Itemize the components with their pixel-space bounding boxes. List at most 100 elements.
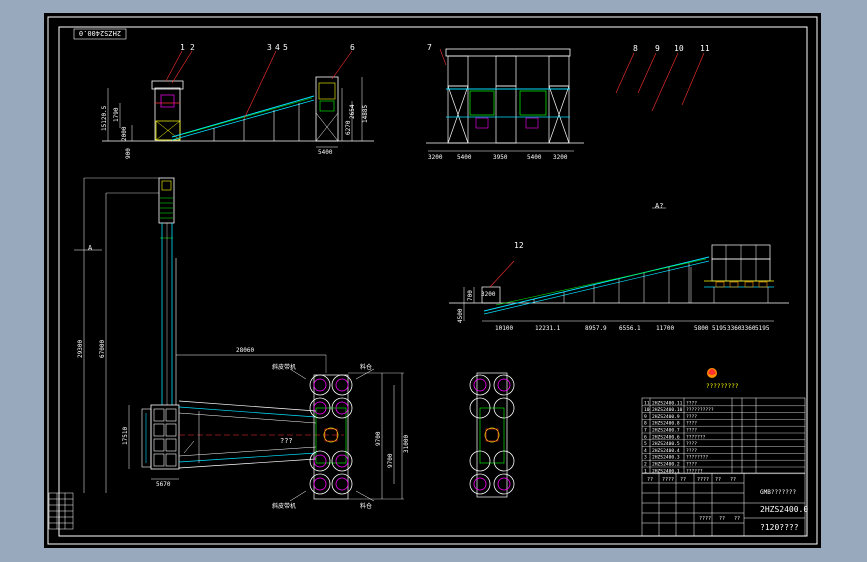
dim-plan-top: 28060 — [236, 347, 254, 354]
dim-plan-right-2: 9700 — [387, 453, 394, 468]
callout-3: 3 — [267, 43, 272, 52]
dim-plan-2: 67000 — [99, 340, 106, 358]
sign-cell-1: ?? — [647, 477, 653, 483]
plan-label-top-left: 斜皮带机 — [272, 363, 296, 371]
dim-side2-3: 700 — [467, 290, 474, 301]
dim-side-4: 900 — [125, 148, 132, 159]
sign-cell-4: ???? — [697, 477, 709, 483]
dim-side2-b1: 10100 — [495, 325, 513, 332]
sign-cell-2: ???? — [662, 477, 674, 483]
callout-8: 8 — [633, 44, 638, 53]
dim-side2-b6: 5800 — [694, 325, 709, 332]
drawing-number: 2HZS2400.0 — [760, 505, 808, 514]
parts-cell-name: ???? — [686, 428, 697, 434]
parts-cell-no: 4 — [644, 448, 647, 454]
plan-label-bottom-left: 斜皮带机 — [272, 502, 296, 510]
parts-cell-no: 3 — [644, 455, 647, 461]
parts-cell-name: ???? — [686, 441, 697, 447]
dim-plan-right-3: 31000 — [403, 435, 410, 453]
front-elevation — [426, 48, 584, 152]
title-block-grid — [641, 397, 806, 537]
dim-side2-2: 4500 — [457, 308, 464, 323]
parts-cell-name: ???? — [686, 448, 697, 454]
parts-cell-name: ??????? — [686, 434, 706, 440]
callout-2: 2 — [190, 43, 195, 52]
section-view-a — [469, 372, 515, 498]
sign-cell-6: ?? — [730, 477, 736, 483]
code-box-text: 2HZS2400.0 — [79, 29, 121, 37]
parts-cell-code: 2HZS2400.4 — [652, 448, 680, 454]
scale-cell-3: ?? — [734, 516, 740, 522]
parts-cell-no: 8 — [644, 421, 647, 427]
dim-tower-2: 2654 — [349, 104, 356, 119]
dim-tower-4: 5400 — [318, 149, 333, 156]
dim-side2-1: 3200 — [481, 291, 496, 298]
dim-side2-b2: 12231.1 — [535, 325, 561, 332]
company-logo — [707, 368, 717, 378]
callout-12: 12 — [514, 241, 524, 250]
parts-cell-code: 2HZS2400.7 — [652, 428, 680, 434]
drawing-sheet[interactable]: 2HZS2400.0 — [44, 13, 821, 548]
dim-front-5: 3200 — [553, 154, 568, 161]
plan-label-top-right: 料仓 — [360, 363, 372, 371]
callout-leaders-top-right — [615, 52, 705, 112]
dim-front-2: 5400 — [457, 154, 472, 161]
parts-cell-no: 1 — [644, 468, 647, 474]
dim-side2-b10: 5195 — [755, 325, 770, 332]
parts-cell-no: 7 — [644, 428, 647, 434]
parts-cell-code: 2HZS2400.11 — [652, 400, 683, 406]
parts-cell-code: 2HZS2400.8 — [652, 421, 680, 427]
view-label-a2: A? — [655, 202, 663, 210]
parts-cell-name: ???? — [686, 421, 697, 427]
plan-view — [74, 177, 404, 502]
drawing-title: ?120???? — [760, 523, 799, 532]
callout-9: 9 — [655, 44, 660, 53]
callout-1: 1 — [180, 43, 185, 52]
dim-plan-1: 29300 — [77, 340, 84, 358]
parts-cell-no: 5 — [644, 441, 647, 447]
dim-side-3: 2000 — [121, 126, 128, 141]
parts-cell-name: ?????? — [686, 468, 703, 474]
dim-plan-3: 17510 — [122, 427, 129, 445]
parts-cell-name: ???? — [686, 462, 697, 468]
parts-cell-name: ???????? — [686, 455, 708, 461]
dim-side2-b4: 6556.1 — [619, 325, 641, 332]
sign-cell-5: ?? — [715, 477, 721, 483]
cad-drawing: 2HZS2400.0 — [47, 16, 818, 545]
outer-frame — [47, 16, 818, 545]
dim-tower-3: 14885 — [362, 105, 369, 123]
parts-cell-no: 2 — [644, 462, 647, 468]
parts-cell-code: 2HZS2400.9 — [652, 414, 680, 420]
company-name: GMB??????? — [760, 489, 797, 496]
callout-10: 10 — [674, 44, 684, 53]
parts-cell-code: 2HZS2400.5 — [652, 441, 680, 447]
callout-6: 6 — [350, 43, 355, 52]
parts-cell-code: 2HZS2400.2 — [652, 462, 680, 468]
plan-label-bottom-right: 料仓 — [360, 502, 372, 510]
revision-table — [48, 492, 74, 530]
parts-cell-no: 9 — [644, 414, 647, 420]
dim-tower-1: 6270 — [345, 120, 352, 135]
dim-side2-b9: 3360 — [741, 325, 756, 332]
parts-cell-code: 2HZS2400.10 — [652, 407, 683, 413]
parts-cell-code: 2HZS2400.6 — [652, 434, 680, 440]
scale-cell-2: ?? — [719, 516, 725, 522]
parts-cell-name: ?????????? — [686, 407, 714, 413]
parts-cell-name: ???? — [686, 400, 697, 406]
callout-4: 4 — [275, 43, 280, 52]
conveyor-side-view — [449, 207, 789, 322]
dim-plan-right-1: 9700 — [375, 431, 382, 446]
parts-cell-code: 2HZS2400.3 — [652, 455, 680, 461]
dim-side2-b5: 11700 — [656, 325, 674, 332]
dim-front-1: 3200 — [428, 154, 443, 161]
dim-side-1: 15120.5 — [101, 105, 108, 131]
callout-5: 5 — [283, 43, 288, 52]
inner-frame — [58, 26, 808, 537]
dim-side2-b8: 3360 — [727, 325, 742, 332]
sign-cell-3: ?? — [680, 477, 686, 483]
side-elevation — [102, 50, 374, 148]
dim-front-3: 3950 — [493, 154, 508, 161]
parts-cell-code: 2HZS2400.1 — [652, 468, 680, 474]
callout-7: 7 — [427, 43, 432, 52]
